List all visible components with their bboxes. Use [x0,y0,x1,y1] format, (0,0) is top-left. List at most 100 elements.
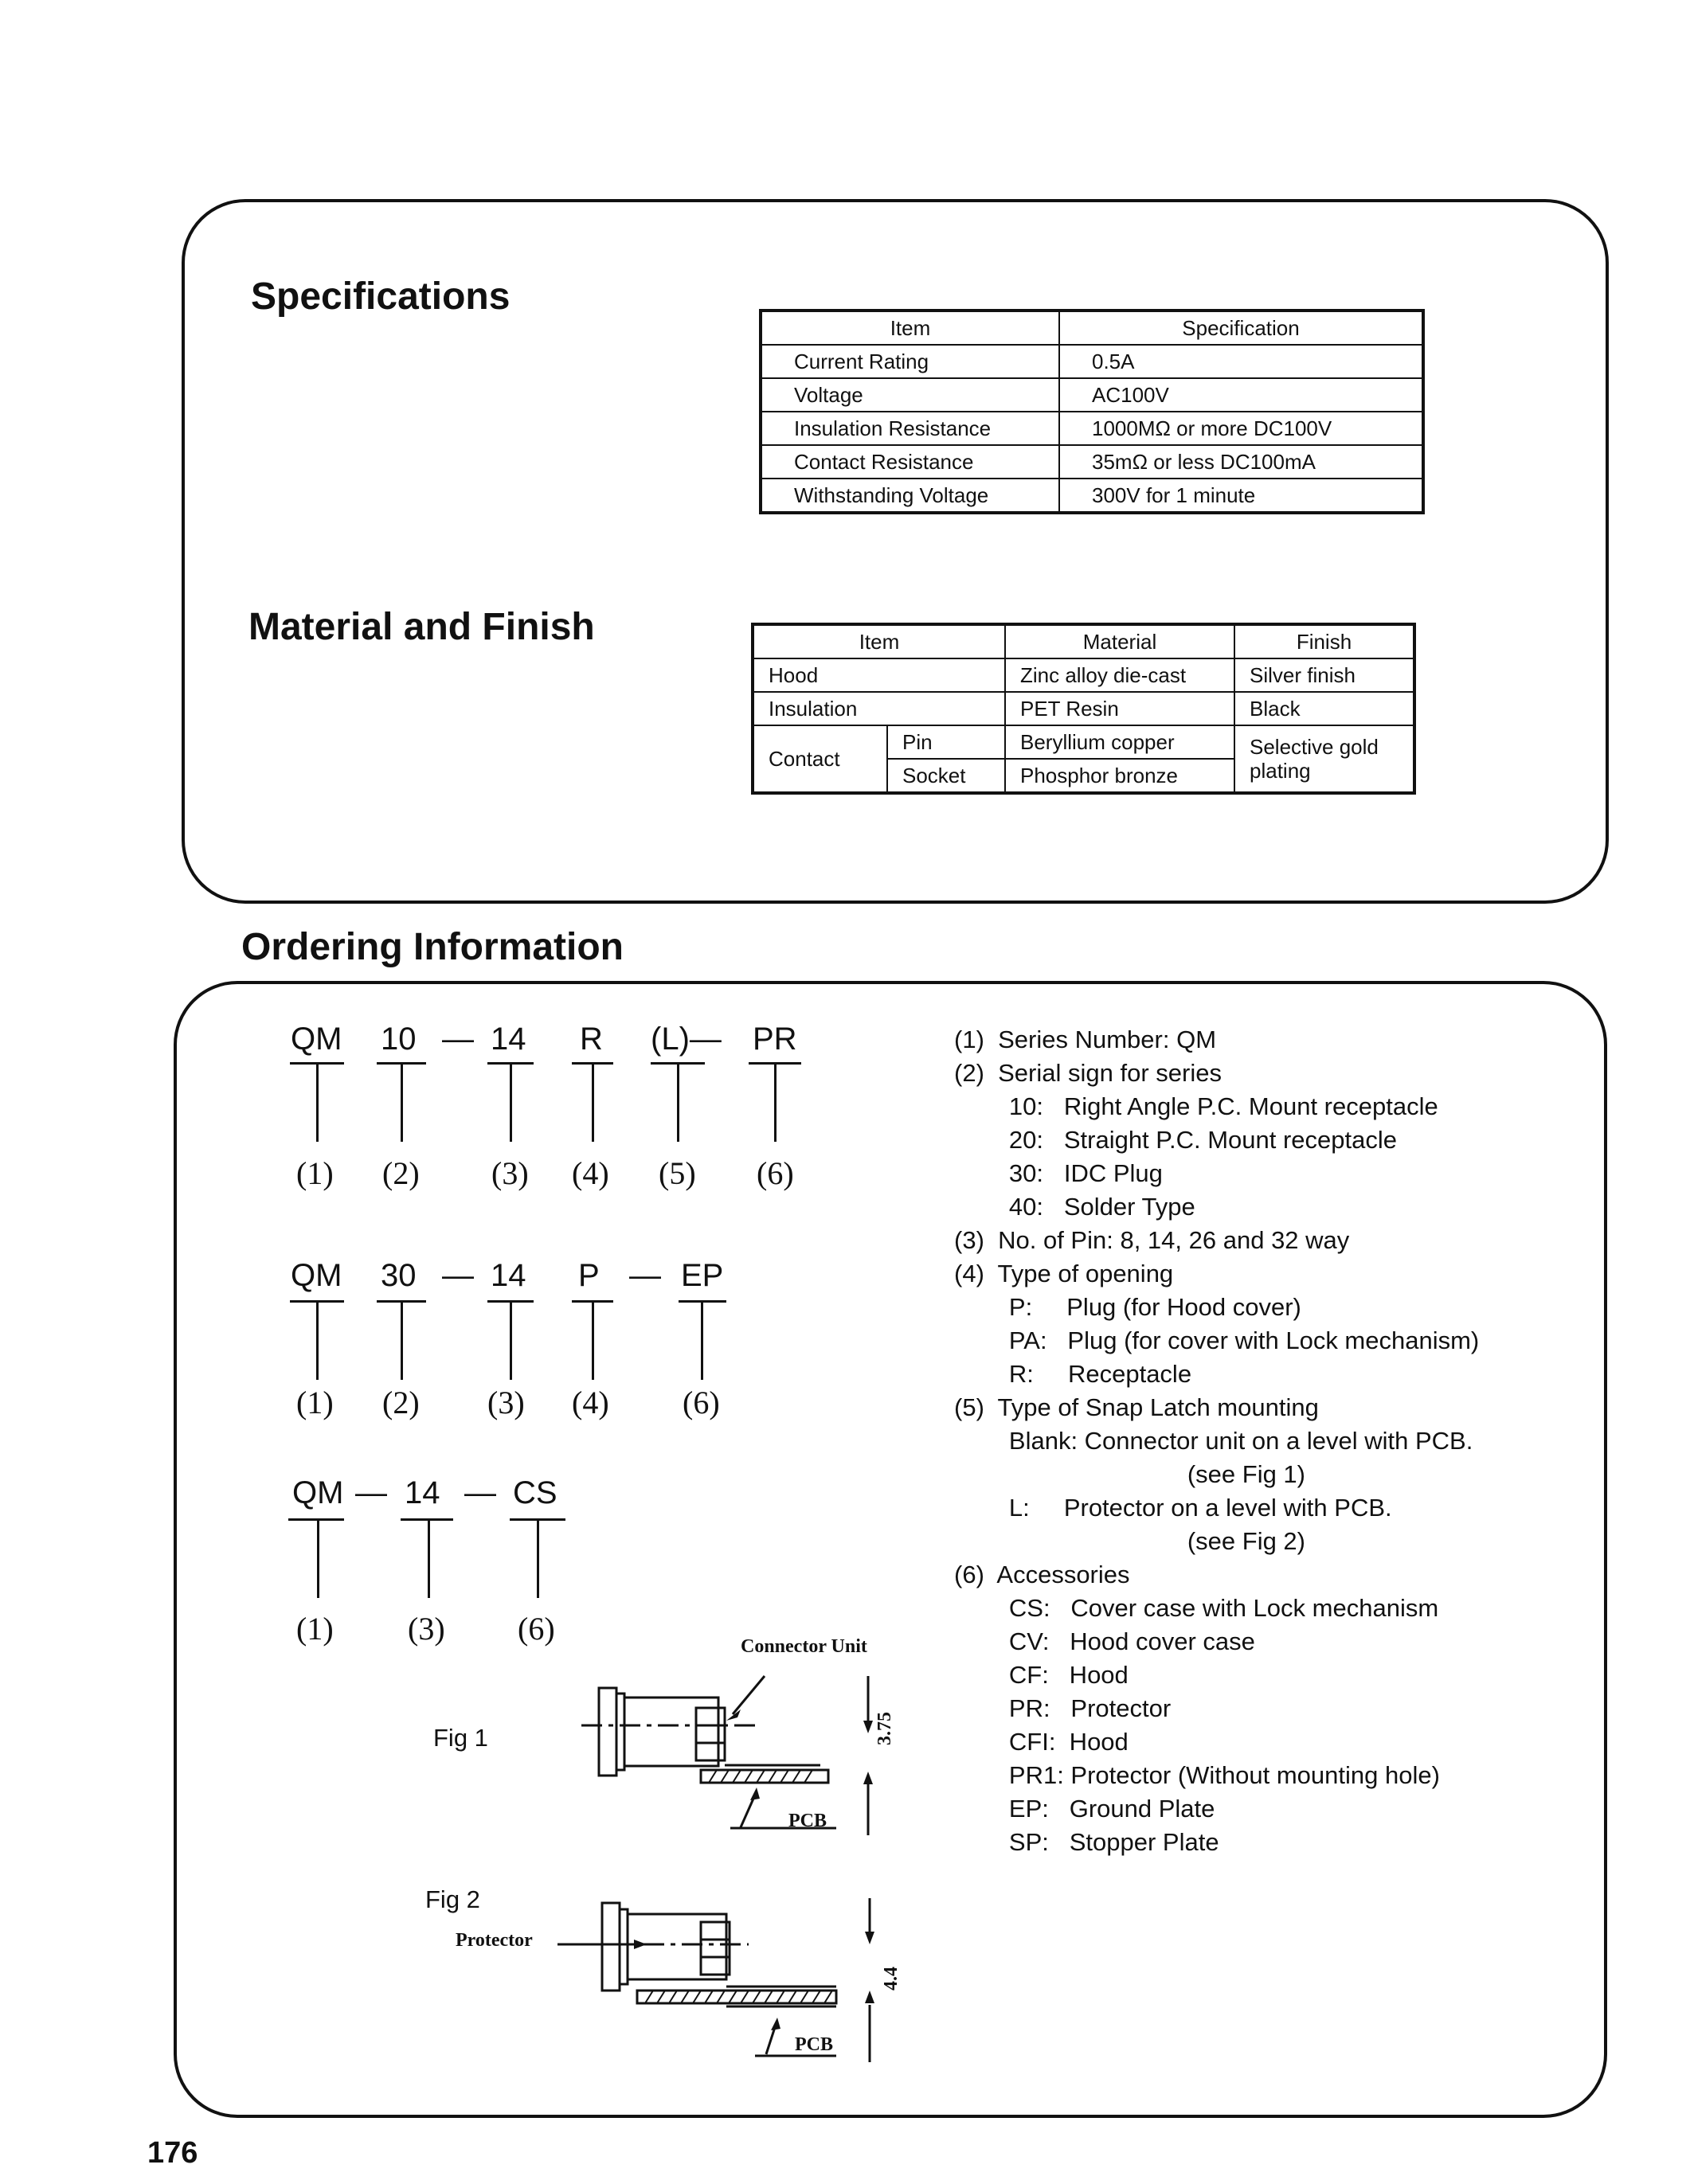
code-tick-stem [401,1300,403,1380]
table-row: Socket Phosphor bronze [753,758,1414,794]
description-line: SP: Stopper Plate [954,1828,1219,1856]
code-tick-stem [428,1518,430,1598]
code-part: QM [291,1022,342,1057]
cell-material: Phosphor bronze [1004,758,1235,794]
code-part: P [578,1258,600,1293]
ordering-heading: Ordering Information [241,926,624,968]
code-part: — [355,1475,387,1510]
code-part: 14 [491,1258,526,1293]
code-number: (6) [757,1155,794,1191]
cell-finish: Silver finish [1234,658,1415,693]
code-part: QM [291,1258,342,1293]
cell-material: PET Resin [1004,691,1235,726]
fig1-connector-drawing [581,1675,873,1835]
description-line: R: Receptacle [954,1360,1192,1388]
cell-finish: Selective gold plating [1234,725,1415,794]
specifications-heading: Specifications [251,275,511,318]
code-tick-stem [510,1062,512,1142]
code-tick-stem [537,1518,539,1598]
cell-item: Contact Resistance [760,444,1060,479]
code-tick-bar [288,1518,344,1521]
cell-material: Zinc alloy die-cast [1004,658,1235,693]
code-number: (1) [296,1611,334,1647]
table-row: Current Rating 0.5A [760,344,1424,379]
specifications-table: Item Specification Current Rating 0.5A V… [759,309,1425,514]
fig1-label: Fig 1 [433,1724,488,1752]
fig2-label: Fig 2 [425,1885,480,1913]
description-line: (4) Type of opening [954,1260,1174,1287]
page-number: 176 [147,2136,198,2170]
code-part: (L)— [651,1022,722,1057]
code-tick-stem [316,1062,319,1142]
code-number: (3) [487,1385,525,1420]
code-tick-stem [317,1518,319,1598]
description-line: (3) No. of Pin: 8, 14, 26 and 32 way [954,1226,1350,1254]
table-row: Insulation PET Resin Black [752,691,1415,726]
cell-value: 1000MΩ or more DC100V [1058,411,1424,446]
description-line: EP: Ground Plate [954,1795,1215,1823]
fig2-protector-drawing [557,1898,874,2062]
cell-item: Insulation Resistance [760,411,1060,446]
code-tick-stem [401,1062,403,1142]
code-number: (4) [572,1155,609,1191]
cell-value: 0.5A [1058,344,1424,379]
cell-contact: Contact [752,725,888,794]
description-line: CF: Hood [954,1661,1129,1689]
table-header-row: Item Material Finish [752,623,1415,659]
header-material: Material [1004,623,1235,659]
description-line: PR: Protector [954,1694,1172,1722]
code-number: (1) [296,1155,334,1191]
code-number: (6) [683,1385,720,1420]
code-number: (6) [518,1611,555,1647]
code-number: (4) [572,1385,609,1420]
cell-material: Beryllium copper [1004,725,1235,760]
code-part: 30 [381,1258,417,1293]
code-number: (1) [296,1385,334,1420]
code-tick-stem [774,1062,777,1142]
code-part: R [580,1022,603,1057]
header-item: Item [752,623,1006,659]
description-line: 40: Solder Type [954,1193,1195,1221]
code-part: — [442,1258,474,1293]
code-part: PR [753,1022,797,1057]
description-line: (1) Series Number: QM [954,1026,1217,1053]
code-part: QM [292,1475,344,1510]
table-row: Contact Resistance 35mΩ or less DC100mA [760,444,1424,479]
cell-value: AC100V [1058,377,1424,412]
cell-item: Current Rating [760,344,1060,379]
cell-value: 300V for 1 minute [1058,478,1424,514]
description-line: PA: Plug (for cover with Lock mechanism) [954,1326,1480,1354]
fig1-connector-label: Connector Unit [741,1636,867,1657]
code-part: — [442,1022,474,1057]
code-tick-bar [401,1518,453,1521]
code-part: 14 [405,1475,440,1510]
code-part: EP [681,1258,724,1293]
fig2-protector-label: Protector [456,1930,533,1951]
code-number: (3) [491,1155,529,1191]
code-part: 10 [381,1022,417,1057]
table-row: Withstanding Voltage 300V for 1 minute [760,478,1424,514]
description-line: 30: IDC Plug [954,1159,1163,1187]
cell-item: Withstanding Voltage [760,478,1060,514]
table-row: Insulation Resistance 1000MΩ or more DC1… [760,411,1424,446]
header-specification: Specification [1058,310,1424,346]
description-line: 10: Right Angle P.C. Mount receptacle [954,1092,1438,1120]
header-item: Item [760,310,1060,346]
description-line: (see Fig 2) [954,1527,1305,1555]
cell-item: Voltage [760,377,1060,412]
material-heading: Material and Finish [248,606,595,648]
cell-finish: Black [1234,691,1415,726]
description-line: P: Plug (for Hood cover) [954,1293,1301,1321]
spec-material-panel [182,199,1609,904]
cell-item: Hood [752,658,1006,693]
description-line: PR1: Protector (Without mounting hole) [954,1761,1440,1789]
cell-value: 35mΩ or less DC100mA [1058,444,1424,479]
fig2-pcb-label: PCB [795,2034,833,2055]
code-tick-stem [701,1300,703,1380]
cell-subitem: Socket [886,758,1006,794]
table-row: Voltage AC100V [760,377,1424,412]
code-tick-stem [592,1300,594,1380]
code-part: — [629,1258,661,1293]
cell-subitem: Pin [886,725,1006,760]
description-line: 20: Straight P.C. Mount receptacle [954,1126,1397,1154]
